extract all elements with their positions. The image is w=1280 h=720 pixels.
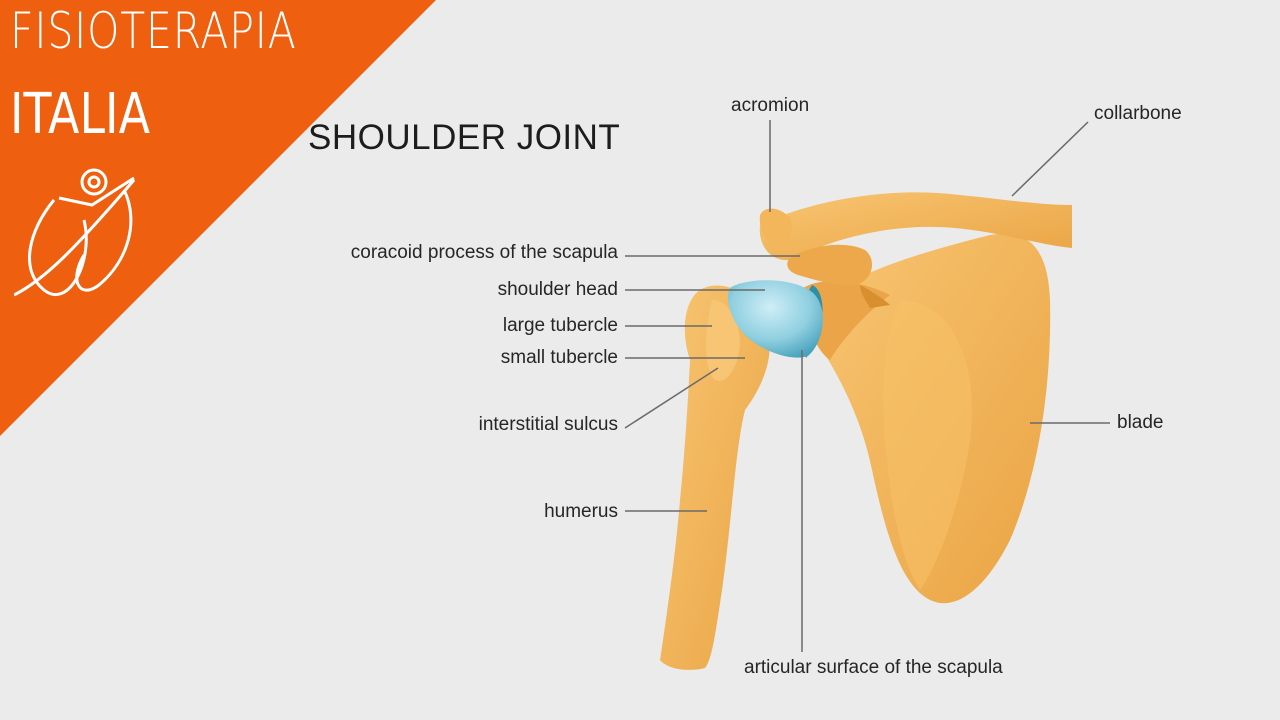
- label-small-tubercle: small tubercle: [500, 347, 618, 368]
- brand-name-line1: FISIOTERAPIA: [10, 2, 297, 60]
- brand-name-line2: ITALIA: [10, 82, 150, 147]
- brand-triangle-background: [0, 0, 436, 436]
- label-shoulder-head: shoulder head: [497, 279, 618, 300]
- leader-interstitial-sulcus: [624, 367, 719, 429]
- label-large-tubercle: large tubercle: [502, 315, 618, 336]
- humerus-bone: [660, 285, 770, 670]
- label-collarbone: collarbone: [1094, 103, 1182, 124]
- collarbone-bone: [759, 192, 1072, 261]
- leader-collarbone: [1011, 121, 1089, 197]
- acromion-bone: [759, 208, 793, 247]
- label-interstitial-sulcus: interstitial sulcus: [478, 414, 618, 435]
- diagram-title: SHOULDER JOINT: [308, 118, 621, 157]
- label-coracoid-process: coracoid process of the scapula: [350, 242, 618, 263]
- label-blade: blade: [1117, 412, 1164, 433]
- label-articular-surface: articular surface of the scapula: [744, 657, 1003, 678]
- shoulder-head-cartilage: [727, 280, 823, 358]
- scapula-blade-shade: [883, 300, 972, 590]
- humerus-shade: [705, 300, 740, 381]
- coracoid-process: [787, 244, 873, 286]
- stylized-figure-logo-icon: [14, 168, 136, 297]
- label-humerus: humerus: [544, 501, 618, 522]
- label-acromion: acromion: [731, 95, 810, 116]
